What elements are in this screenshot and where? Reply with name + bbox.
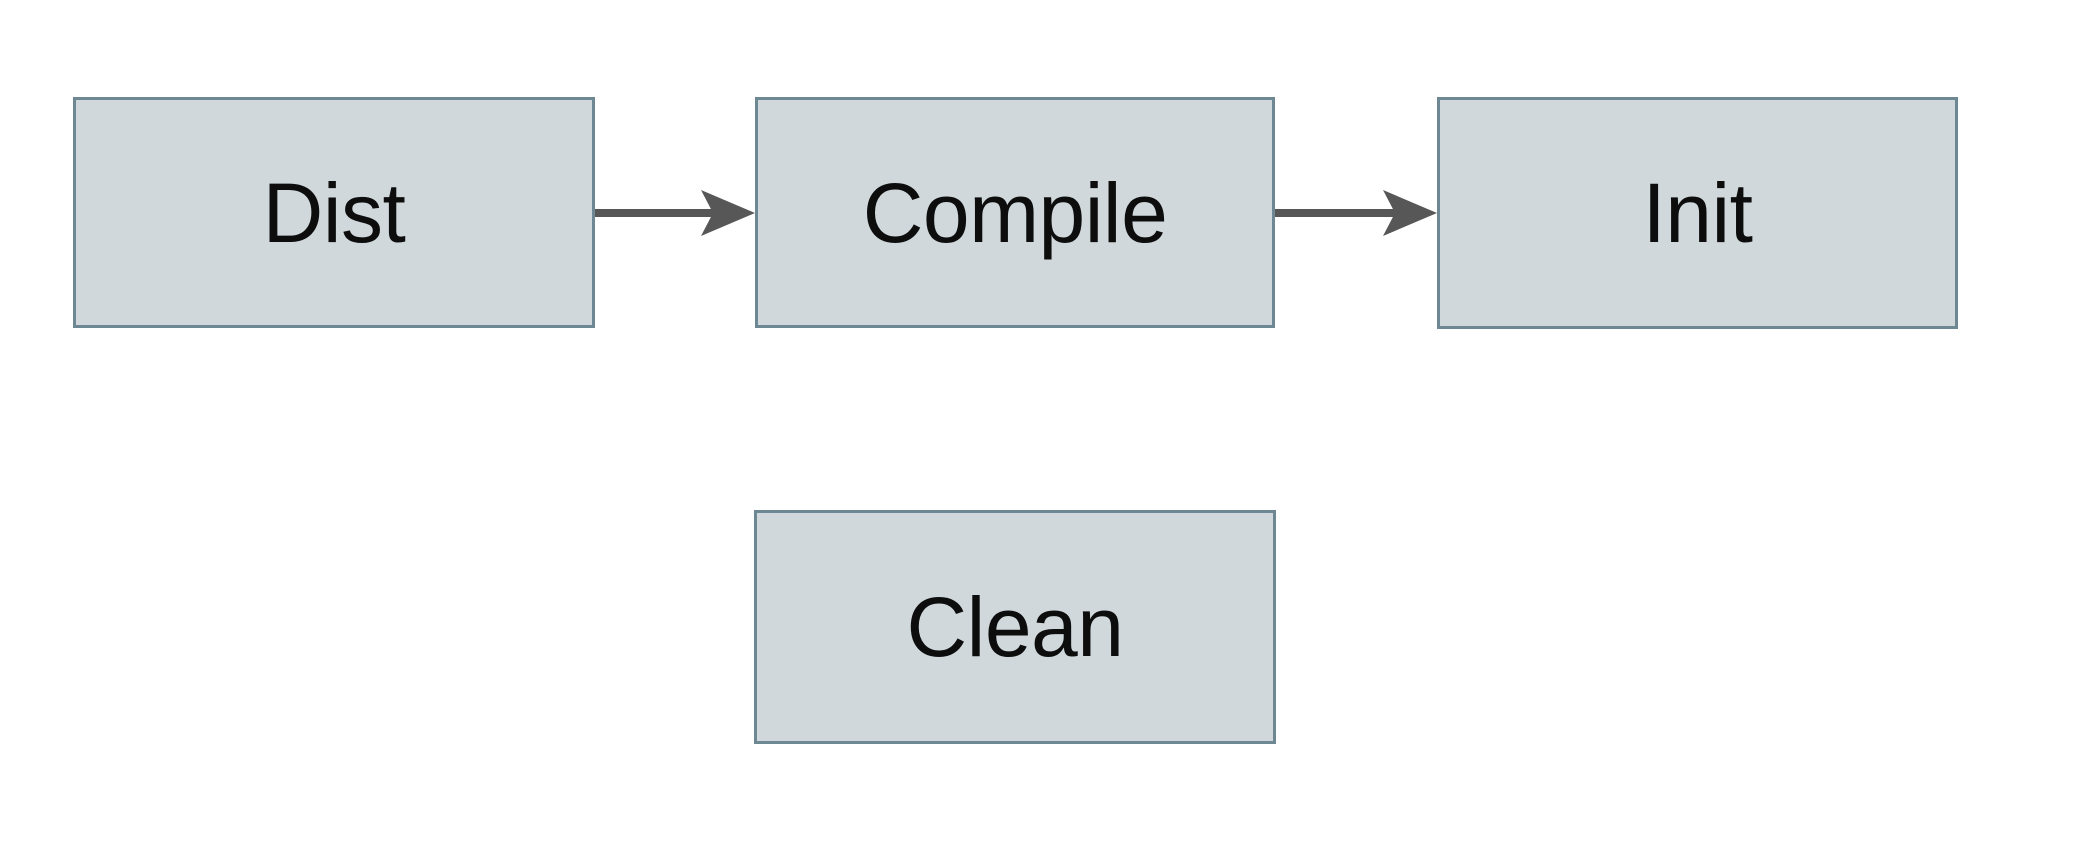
node-label: Clean: [906, 580, 1124, 674]
diagram-node-clean[interactable]: Clean: [754, 510, 1276, 744]
arrow-right-icon: [701, 190, 755, 236]
node-label: Compile: [862, 165, 1168, 260]
node-label: Dist: [262, 165, 406, 260]
diagram-edge-dist-to-compile[interactable]: [595, 173, 759, 253]
diagram-node-init[interactable]: Init: [1437, 97, 1958, 329]
diagram-node-dist[interactable]: Dist: [73, 97, 595, 328]
arrow-right-icon: [1383, 190, 1437, 236]
diagram-edge-compile-to-init[interactable]: [1275, 173, 1441, 253]
node-label: Init: [1642, 166, 1753, 260]
diagram-node-compile[interactable]: Compile: [755, 97, 1275, 328]
